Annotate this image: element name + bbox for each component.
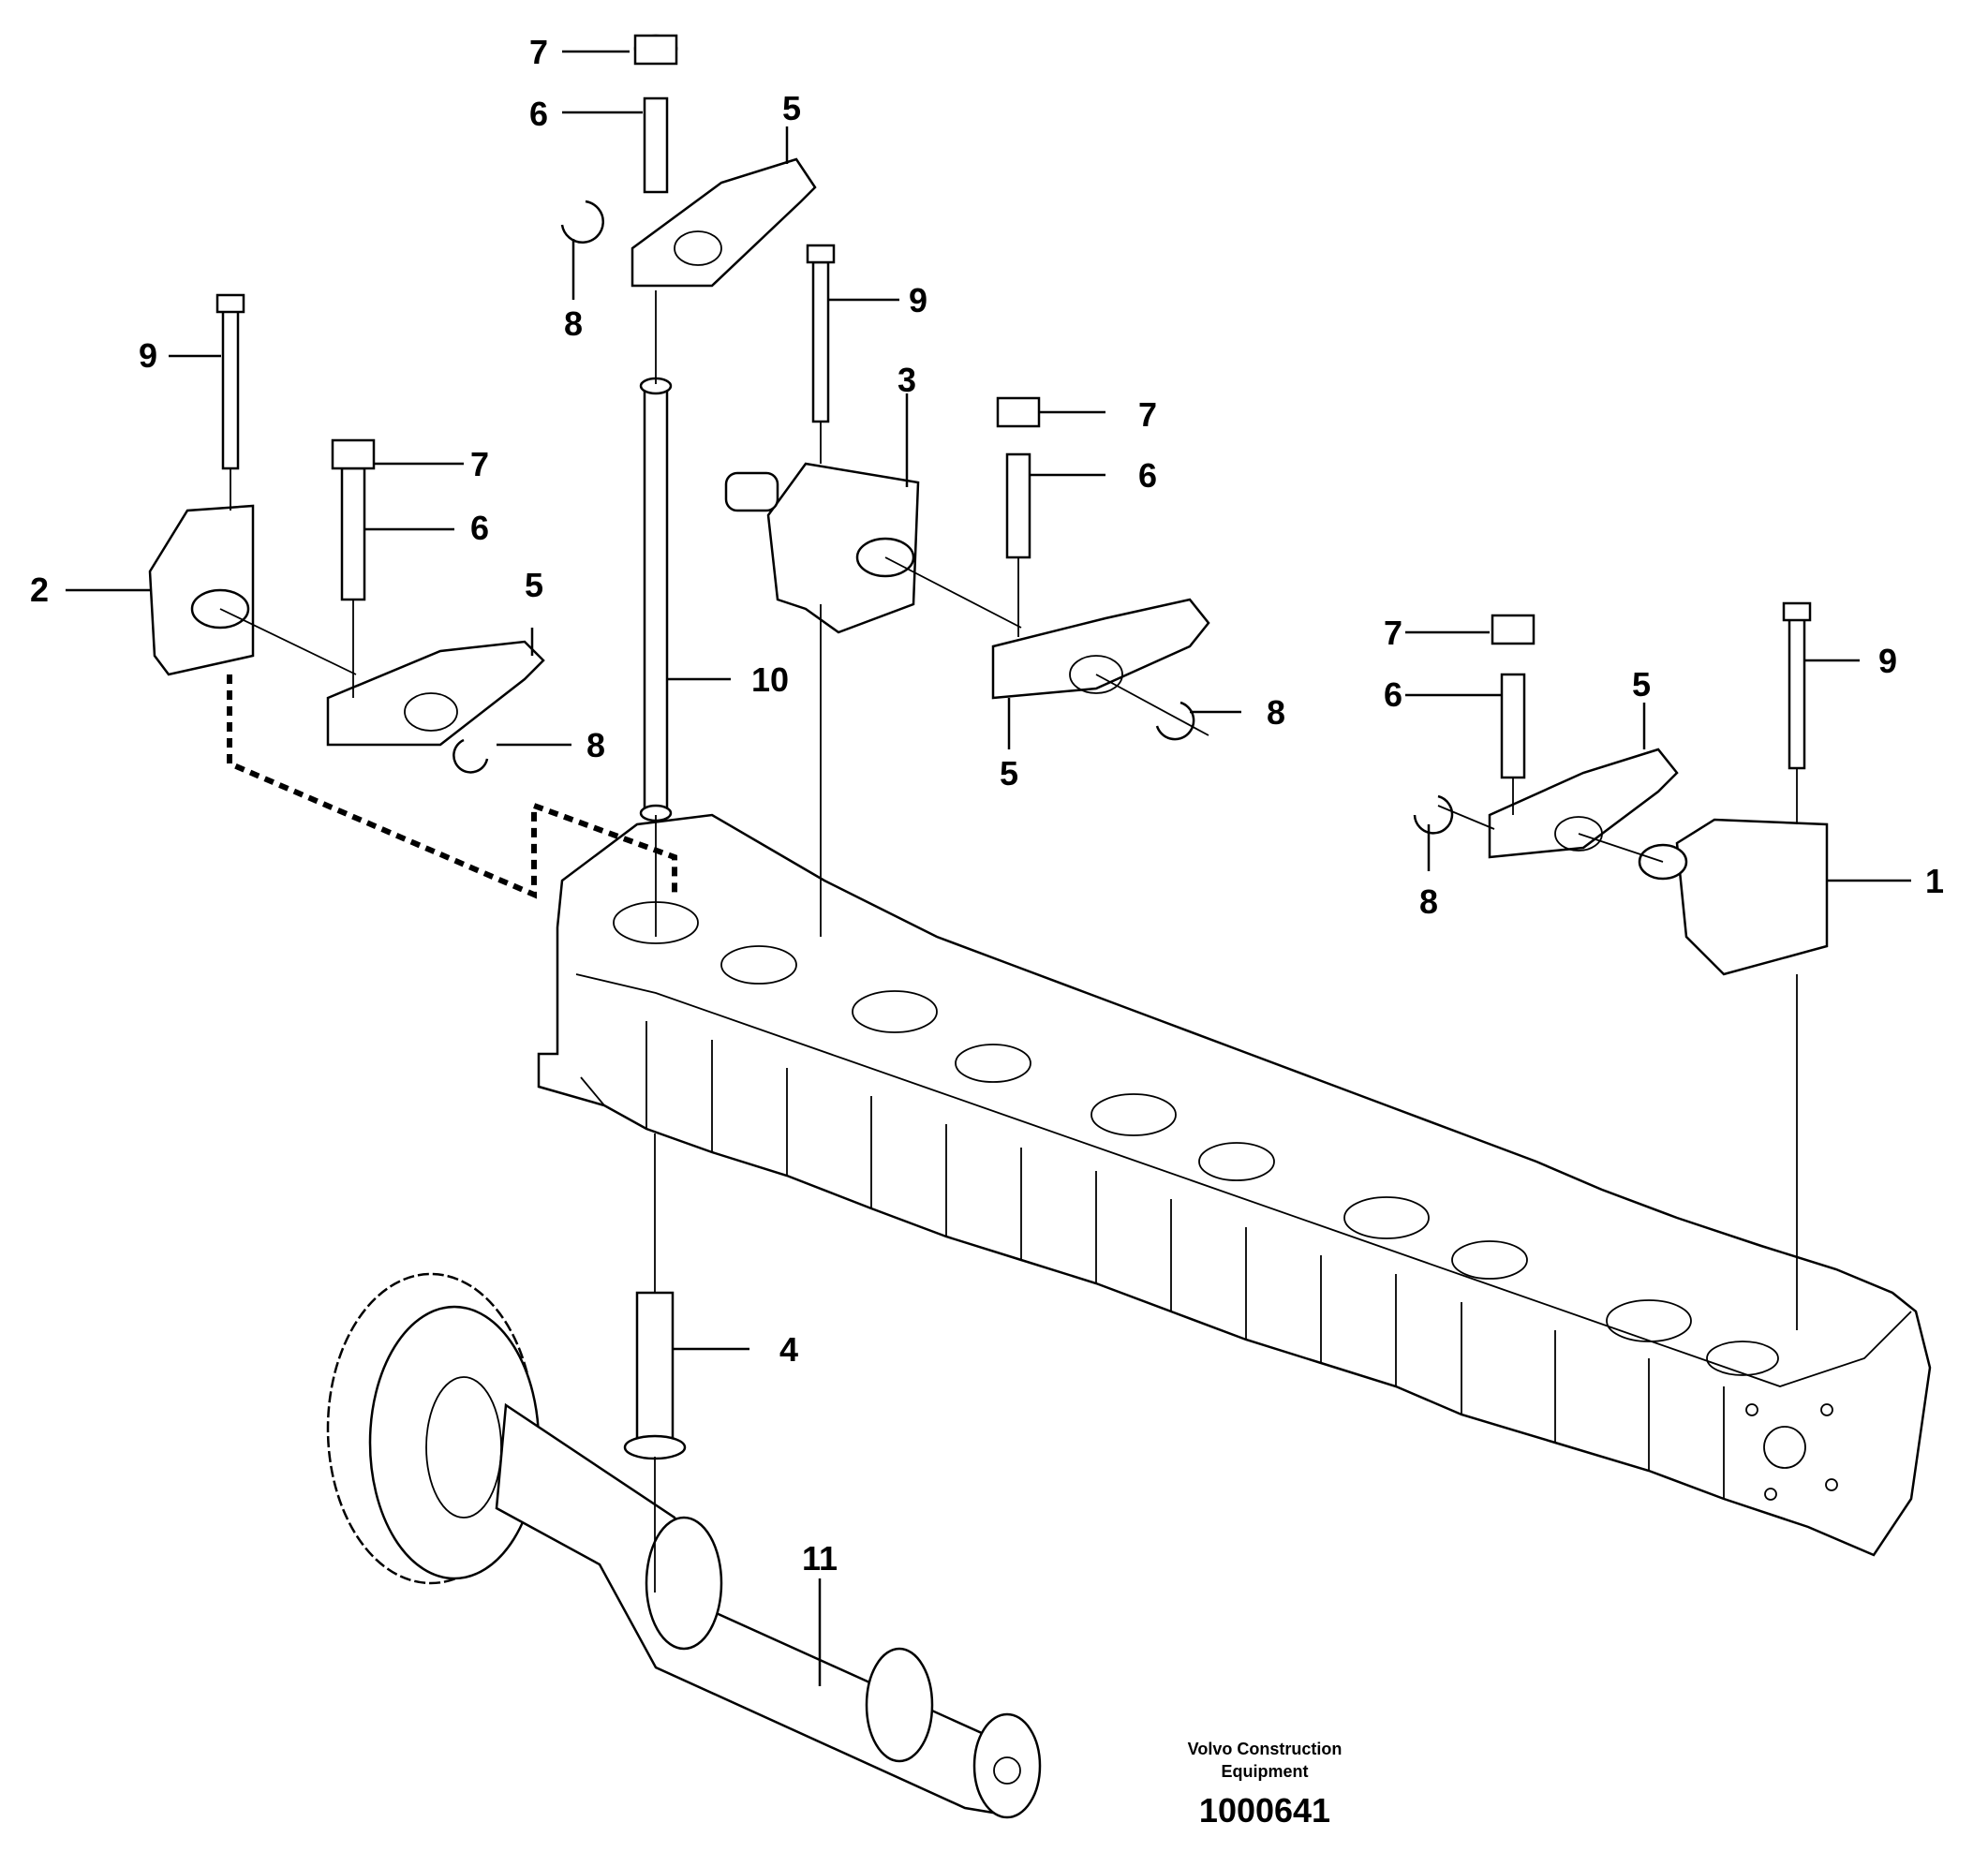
bolt-middle bbox=[806, 244, 836, 423]
bolt-left bbox=[215, 293, 245, 470]
rocker-bracket-left bbox=[148, 504, 255, 676]
callout-9a: 9 bbox=[139, 336, 157, 375]
rocker-arm-middle bbox=[991, 598, 1210, 700]
callout-6d: 6 bbox=[1384, 675, 1402, 714]
callout-7b: 7 bbox=[470, 445, 489, 483]
callout-6b: 6 bbox=[470, 509, 489, 547]
adjusting-screw-left bbox=[331, 438, 376, 601]
callout-4: 4 bbox=[779, 1330, 798, 1369]
adjusting-screw-top bbox=[633, 34, 678, 194]
valve-tappet bbox=[623, 1291, 687, 1460]
callout-5c: 5 bbox=[1000, 754, 1018, 793]
brand-line-2: Equipment bbox=[1222, 1762, 1309, 1781]
callout-7d: 7 bbox=[1384, 614, 1402, 652]
camshaft bbox=[326, 1272, 1042, 1819]
callout-9c: 9 bbox=[1878, 642, 1897, 680]
callout-8c: 8 bbox=[1267, 693, 1285, 732]
callout-3: 3 bbox=[898, 361, 916, 399]
callout-7a: 7 bbox=[529, 33, 548, 71]
rocker-arm-top bbox=[631, 157, 817, 288]
callout-5d: 5 bbox=[1632, 665, 1651, 704]
callout-1: 1 bbox=[1925, 862, 1944, 900]
adjusting-screw-middle bbox=[996, 396, 1041, 559]
callout-5a: 5 bbox=[782, 89, 801, 127]
callout-numbers: 7 6 5 8 9 9 3 7 6 2 5 8 10 7 6 8 5 7 6 5… bbox=[30, 33, 1944, 1578]
callout-8a: 8 bbox=[564, 304, 583, 343]
cylinder-head bbox=[537, 813, 1932, 1557]
callout-11: 11 bbox=[802, 1539, 838, 1578]
circlips bbox=[452, 200, 1454, 835]
rocker-arm-right bbox=[1488, 748, 1679, 859]
callout-10: 10 bbox=[751, 660, 789, 699]
callout-2: 2 bbox=[30, 570, 49, 609]
callout-9b: 9 bbox=[909, 281, 927, 319]
callout-8d: 8 bbox=[1419, 882, 1438, 921]
bolt-right bbox=[1782, 601, 1812, 770]
rocker-bracket-middle bbox=[724, 462, 920, 634]
rocker-bracket-right bbox=[1638, 818, 1829, 976]
callout-5b: 5 bbox=[525, 566, 543, 604]
rocker-arm-left bbox=[326, 640, 545, 747]
brand-line-1: Volvo Construction bbox=[1188, 1740, 1343, 1758]
callout-7c: 7 bbox=[1138, 395, 1157, 434]
leader-lines bbox=[66, 50, 1911, 1686]
callout-8b: 8 bbox=[586, 726, 605, 764]
callout-6c: 6 bbox=[1138, 456, 1157, 495]
assembly-lines bbox=[219, 422, 1798, 1330]
adjusting-screw-right bbox=[1491, 614, 1536, 779]
callout-6a: 6 bbox=[529, 95, 548, 133]
footer: Volvo Construction Equipment 1000641 bbox=[1188, 1740, 1343, 1830]
drawing-number: 1000641 bbox=[1199, 1791, 1330, 1830]
push-rod bbox=[639, 377, 673, 822]
